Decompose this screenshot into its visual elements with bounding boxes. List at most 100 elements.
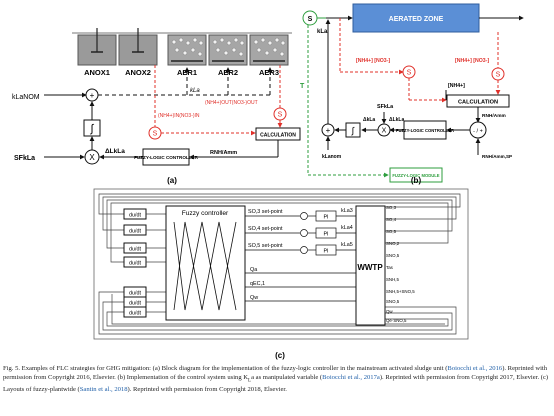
sensor-s-out-label: S (278, 112, 283, 119)
pi-label: PI (323, 215, 328, 221)
fuzzy-controller-block (165, 205, 246, 321)
wwtp-output-label: SNO,2 (386, 241, 400, 246)
panel-b: AERATED ZONE S T FUZZY-LOGIC MODULE kLa … (300, 3, 524, 185)
input-label: Qw (250, 295, 258, 301)
pi-output-label: kLa3 (341, 208, 353, 214)
dudt-label: du/dt (129, 311, 141, 317)
calculation-label-a: CALCULATION (260, 133, 296, 139)
pi-label: PI (323, 232, 328, 238)
dudt-label: du/dt (129, 261, 141, 267)
tank-label: ANOX2 (125, 68, 151, 77)
tank-anox1: ANOX1 (77, 28, 117, 77)
kla-nom-label: kLaNOM (12, 94, 40, 101)
sum-junction-b (321, 123, 335, 137)
error-junction-symbol: - / + (473, 129, 483, 135)
flc-module-box (389, 167, 443, 183)
sensor-s-b2-label: S (496, 72, 501, 79)
flc-module-label: FUZZY-LOGIC MODULE (392, 173, 439, 178)
figure-caption: Fig. 5. Examples of FLC strategies for G… (3, 365, 551, 394)
flc-label-a: FUZZY-LOGIC CONTROLLER (134, 155, 198, 160)
membership-functions (173, 221, 237, 311)
wwtp-output-label: SNO,5 (386, 299, 400, 304)
pi-output-label: kLa5 (341, 242, 353, 248)
tank-label: AER3 (259, 68, 279, 77)
kla-label-b: kLa (317, 29, 328, 35)
dudt-label: du/dt (129, 301, 141, 307)
nh-out-label: (NH4+)OUT(NO3-)OUT (205, 100, 258, 106)
wwtp-output-label: Tas (386, 265, 394, 270)
pi-output-label: kLa4 (341, 225, 353, 231)
wwtp-output-label: SNH,5 (386, 277, 399, 282)
integrator-symbol-b: ∫ (351, 126, 356, 136)
caption-text: ). Reprinted with permission from Copyri… (3, 373, 549, 393)
sensor-s-b1-label: S (407, 70, 412, 77)
wwtp-output-label: SO,4 (386, 217, 397, 222)
flc-block-a (142, 148, 190, 166)
tank-aer3: AER3 (249, 34, 289, 77)
aerated-zone-label: AERATED ZONE (389, 16, 444, 23)
dl-kla-label: ΔLkLa (389, 117, 404, 123)
tank-label: ANOX1 (84, 68, 110, 77)
sensor-s-temp-label: S (308, 16, 313, 23)
sum-symbol: + (90, 91, 95, 100)
tank-aer2: AER2 (208, 34, 248, 77)
wwtp-block (355, 205, 386, 326)
panel-c-label: (c) (275, 351, 285, 360)
calculation-label-b: CALCULATION (458, 100, 498, 106)
figure-canvas: ANOX1 ANOX2 AER1 AER2 (12, 3, 524, 360)
tank-anox2: ANOX2 (118, 28, 158, 77)
setpoint-label: SO,3 set-point (248, 209, 283, 215)
caption-reference-link[interactable]: Boiocchi et al., 2016 (447, 365, 503, 372)
panel-b-label: (b) (411, 176, 422, 185)
panel-c-frame (93, 188, 469, 340)
sf-label-b: SFkLa (377, 104, 394, 110)
caption-reference-link[interactable]: Boiocchi et al., 2017a (322, 373, 380, 381)
panel-a-label: (a) (167, 176, 177, 185)
wwtp-output-label: Qw (386, 309, 393, 314)
r-sp-label: RNH/Amm,SP (482, 154, 512, 159)
panel-c: du/dt du/dt du/dt du/dt du/dt du/dt du/d… (93, 188, 469, 360)
dudt-blocks: du/dt du/dt du/dt du/dt du/dt du/dt du/d… (123, 208, 147, 318)
wwtp-output-label: SO,5 (386, 229, 397, 234)
caption-reference-link[interactable]: Santin et al., 2018 (79, 385, 128, 393)
sensor-s-in-label: S (153, 131, 158, 138)
sf-kla-label: SFkLa (14, 155, 35, 162)
wwtp-output-label: SO,3 (386, 205, 397, 210)
multiply-junction (84, 149, 100, 165)
d-kla-label: ΔkLa (363, 117, 375, 123)
flc-label-b: FUZZY-LOGIC CONTROLLER (396, 128, 454, 133)
dudt-label: du/dt (129, 291, 141, 297)
dudt-label: du/dt (129, 247, 141, 253)
nh-left-label: [NH4+] [NO3-] (356, 58, 390, 64)
nh-in-label: (NH4+)IN(NO3-)IN (158, 113, 200, 119)
wwtp-output-label: Qe·SNO,5 (386, 318, 407, 323)
kla-nom-label-b: kLanom (322, 154, 342, 160)
caption-text: a as manipulated variable ( (251, 373, 323, 381)
setpoint-label: SO,4 set-point (248, 226, 283, 232)
dudt-label: du/dt (129, 213, 141, 219)
integrator-symbol: ∫ (89, 123, 94, 135)
aerated-zone (352, 3, 480, 33)
sum-symbol-b: + (326, 126, 331, 135)
integrator-block (83, 119, 101, 137)
wwtp-output-label: SNH,5+SNO,5 (386, 289, 415, 294)
caption-text: Fig. 5. Examples of FLC strategies for G… (3, 365, 448, 372)
temp-t-label: T (300, 83, 305, 90)
wwtp-output-label: SNO,5 (386, 253, 400, 258)
input-label: qEC,1 (250, 281, 265, 287)
setpoint-label: SO,5 set-point (248, 243, 283, 249)
dudt-label: du/dt (129, 229, 141, 235)
pi-label: PI (323, 249, 328, 255)
caption-subscript: L (248, 377, 252, 383)
r-nh-label-a: RNH/Amm (210, 150, 237, 156)
r-nh-label-b: RNH/Amm (482, 113, 506, 119)
multiply-symbol-b: X (382, 128, 387, 135)
caption-text: ). Reprinted with permission from Copyri… (127, 385, 287, 393)
panel-a: ANOX1 ANOX2 AER1 AER2 (12, 28, 301, 185)
delta-kla-label: ΔLkLa (105, 148, 125, 155)
nh-right-label: [NH4+] [NO3-] (455, 58, 489, 64)
wwtp-label: WWTP (357, 263, 383, 272)
nh-calc-label: [NH4+] (448, 83, 465, 89)
wwtp-outputs: SO,3 SO,4 SO,5 SNO,2 SNO,5 Tas SNH,5 SNH… (386, 205, 415, 323)
setpoints: SO,3 set-point SO,4 set-point SO,5 set-p… (248, 209, 283, 249)
